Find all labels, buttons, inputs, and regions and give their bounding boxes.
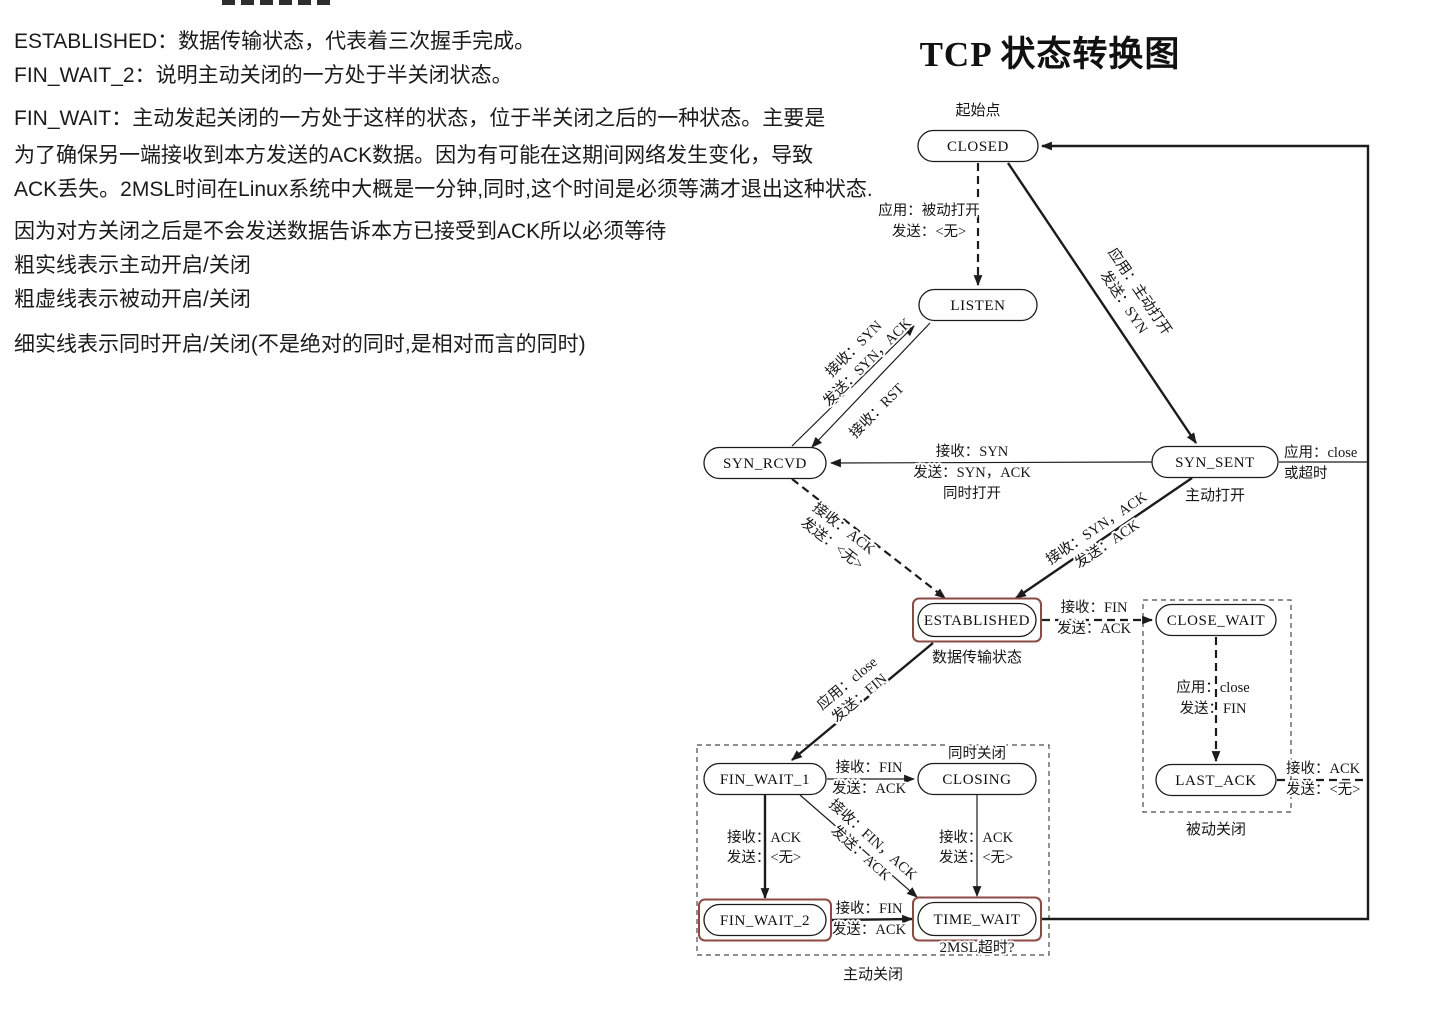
state-node-established: ESTABLISHED 数据传输状态 [912, 597, 1042, 668]
state-shape [703, 446, 827, 480]
state-node-listen: LISTEN [918, 288, 1038, 322]
state-node-syn-rcvd: SYN_RCVD [703, 446, 827, 480]
state-label: FIN_WAIT_1 [720, 772, 810, 788]
edge-label: 应用：主动打开发送：SYN [1089, 244, 1176, 349]
highlight-border [912, 597, 1042, 643]
edge-syn-sent-syn-rcvd [829, 458, 1153, 468]
edge-label: 接收：ACK发送：<无> [798, 499, 879, 573]
state-shape [1151, 445, 1279, 479]
annotation-line-3: FIN_WAIT：主动发起关闭的一方处于这样的状态，位于半关闭之后的一种状态。主… [14, 107, 826, 130]
state-caption: 主动打开 [1185, 487, 1245, 504]
annotation-line-7: 粗实线表示主动开启/关闭 [14, 254, 251, 277]
annotation-line-9: 细实线表示同时开启/关闭(不是绝对的同时,是相对而言的同时) [14, 333, 586, 356]
group-box-active-close [696, 744, 1050, 956]
annotation-line-5: ACK丢失。2MSL时间在Linux系统中大概是一分钟,同时,这个时间是必须等满… [14, 178, 873, 201]
state-caption: 起始点 [955, 102, 1000, 119]
edge-label: 接收：FIN，ACK发送：ACK [814, 796, 921, 897]
state-node-last-ack: LAST_ACK [1155, 763, 1277, 797]
state-node-fin-wait-1: FIN_WAIT_1 [703, 762, 827, 796]
state-label: LAST_ACK [1175, 773, 1256, 789]
edge-syn-sent-established [1015, 477, 1193, 599]
highlight-border [698, 898, 832, 942]
annotation-line-2: FIN_WAIT_2：说明主动关闭的一方处于半关闭状态。 [14, 64, 513, 87]
edge-fin-wait-2-time-wait [831, 914, 914, 924]
state-label: CLOSED [947, 139, 1009, 155]
state-shape [1155, 763, 1277, 797]
edge-syn-rcvd-established [791, 478, 946, 599]
group-box-passive-close [1142, 599, 1292, 813]
state-shape [1155, 603, 1277, 637]
state-label: CLOSE_WAIT [1167, 613, 1266, 629]
state-label: FIN_WAIT_2 [720, 913, 810, 929]
state-shape [917, 762, 1037, 796]
state-node-syn-sent: SYN_SENT 主动打开 [1151, 445, 1279, 506]
state-shape [918, 288, 1038, 322]
edge-fin-wait-1-time-wait [799, 794, 918, 898]
state-label: TIME_WAIT [933, 912, 1020, 928]
state-shape [917, 602, 1037, 638]
state-node-closing: CLOSING [917, 762, 1037, 796]
state-shape [703, 762, 827, 796]
annotation-line-4: 为了确保另一端接收到本方发送的ACK数据。因为有可能在这期间网络发生变化，导致 [14, 144, 814, 167]
edge-label: 接收：RST [846, 380, 908, 442]
state-shape [917, 129, 1039, 163]
edge-closed-syn-sent [1007, 162, 1197, 444]
cropped-text-fragment [222, 0, 334, 5]
state-shape [703, 903, 827, 937]
state-label: ESTABLISHED [924, 613, 1030, 629]
annotation-line-1: ESTABLISHED：数据传输状态，代表着三次握手完成。 [14, 30, 536, 53]
state-node-fin-wait-2: FIN_WAIT_2 [698, 898, 832, 942]
annotation-line-6: 因为对方关闭之后是不会发送数据告诉本方已接受到ACK所以必须等待 [14, 220, 667, 243]
edge-syn-rcvd-listen [791, 325, 915, 447]
group-label-passive-close: 被动关闭 [1186, 821, 1246, 838]
state-label: SYN_SENT [1175, 455, 1255, 471]
state-shape [917, 901, 1037, 937]
edge-established-fin-wait-1 [791, 642, 934, 761]
state-label: CLOSING [942, 772, 1011, 788]
state-node-close-wait: CLOSE_WAIT [1155, 603, 1277, 637]
group-label-active-close: 主动关闭 [843, 966, 903, 983]
edge-label: 接收：SYN，ACK发送：ACK [1043, 488, 1161, 584]
state-caption: 数据传输状态 [932, 649, 1022, 666]
edge-label: 应用：被动打开发送：<无> [878, 201, 980, 240]
edge-time-wait-closed [1040, 141, 1370, 921]
highlight-border [912, 896, 1042, 942]
annotation-line-8: 粗虚线表示被动开启/关闭 [14, 288, 251, 311]
state-label: LISTEN [950, 298, 1005, 314]
edge-listen-syn-rcvd [811, 322, 931, 448]
edge-label: 应用：close发送：FIN [813, 653, 893, 728]
state-caption: 2MSL超时? [939, 939, 1014, 956]
edge-label: 同时关闭 [948, 745, 1006, 762]
state-node-closed: CLOSED 起始点 [917, 100, 1039, 163]
page-title: TCP 状态转换图 [919, 35, 1181, 74]
state-label: SYN_RCVD [723, 456, 807, 472]
state-node-time-wait: TIME_WAIT 2MSL超时? [912, 896, 1042, 958]
